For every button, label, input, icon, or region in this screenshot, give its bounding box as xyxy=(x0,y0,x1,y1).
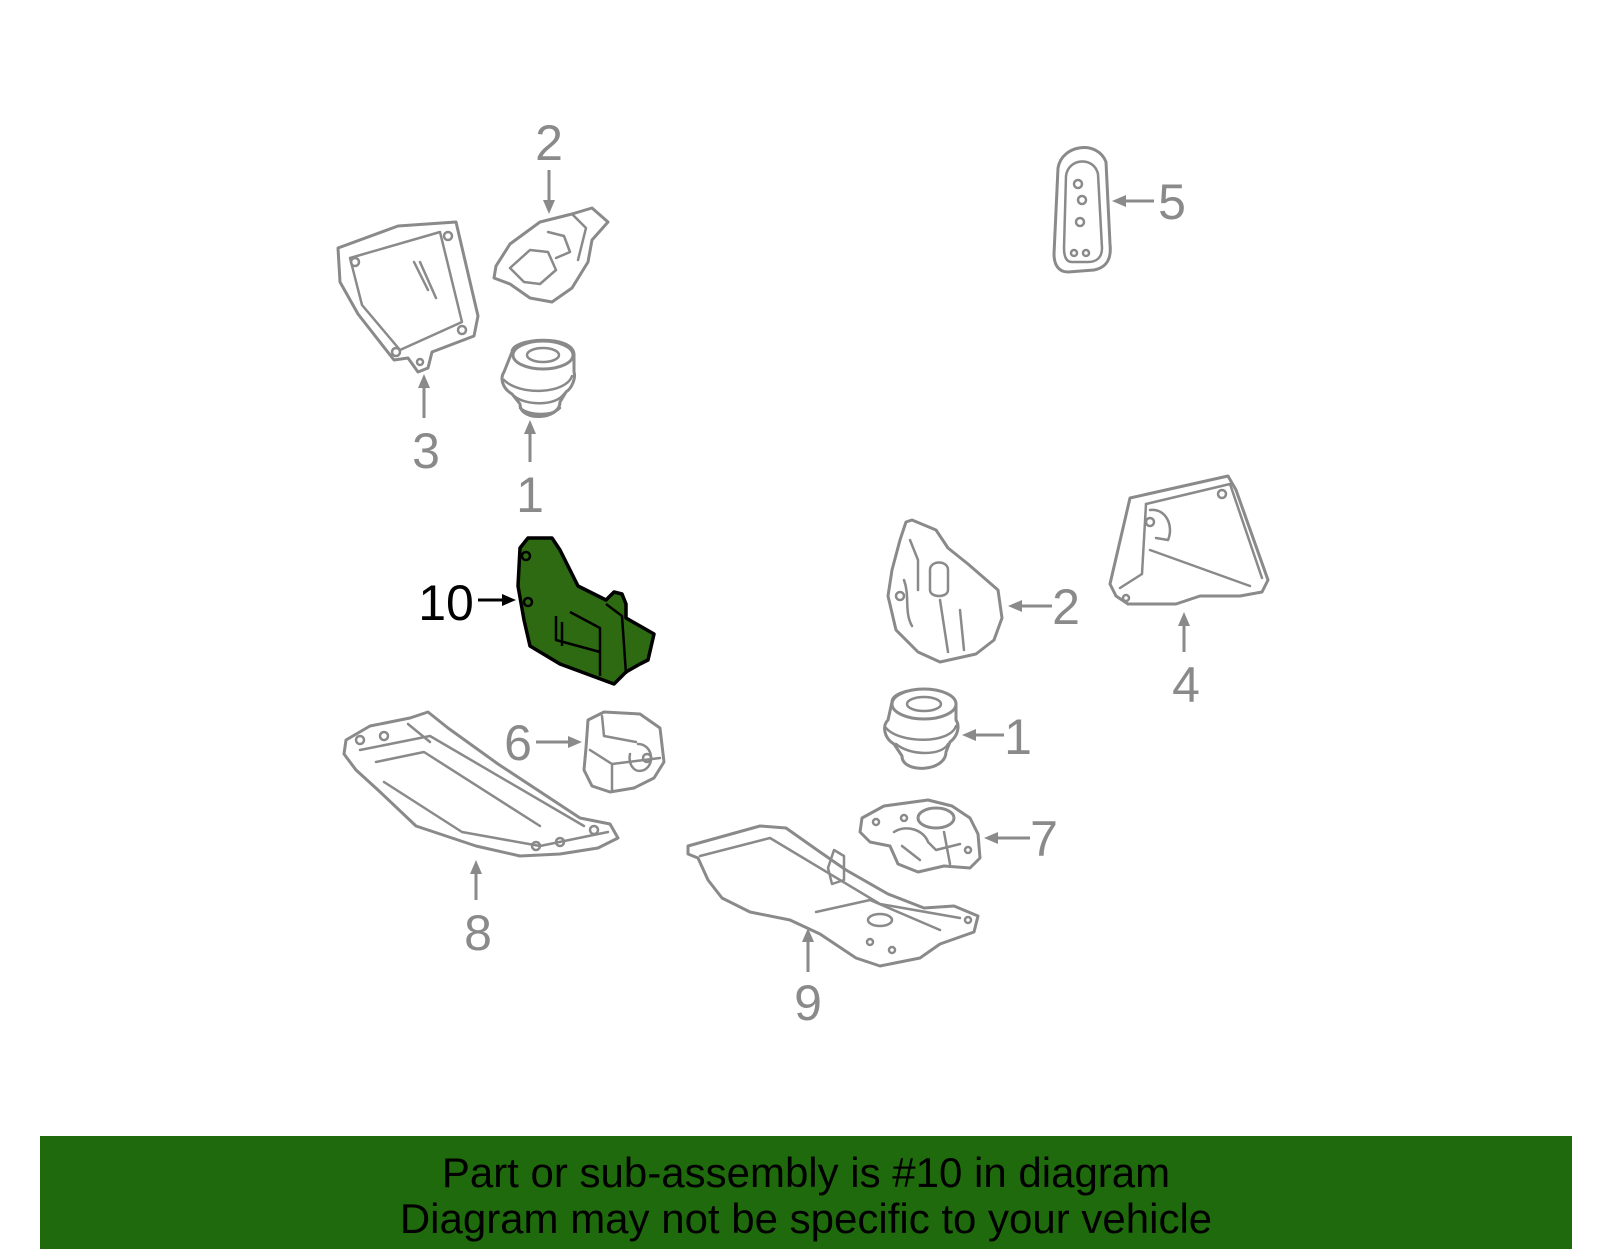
callout-8: 8 xyxy=(464,905,492,961)
part-8-crossmember[interactable] xyxy=(342,710,620,858)
callout-2-upper: 2 xyxy=(535,115,563,171)
part-6-mount[interactable] xyxy=(582,710,666,794)
leader-arrows xyxy=(418,170,1190,972)
part-4-bracket[interactable] xyxy=(1108,474,1270,606)
footer-line-part-info: Part or sub-assembly is #10 in diagram xyxy=(441,1149,1171,1196)
part-2-upper-bracket[interactable] xyxy=(492,206,610,304)
part-10-highlighted-bracket[interactable] xyxy=(516,536,656,686)
callout-5: 5 xyxy=(1158,174,1186,230)
part-1-upper-mount[interactable] xyxy=(500,338,576,418)
footer-line-disclaimer: Diagram may not be specific to your vehi… xyxy=(399,1195,1213,1242)
part-5-link-bracket[interactable] xyxy=(1052,146,1112,274)
callout-3: 3 xyxy=(412,423,440,479)
callout-7: 7 xyxy=(1030,811,1058,867)
footer-banner: Part or sub-assembly is #10 in diagram D… xyxy=(40,1136,1572,1249)
callout-1-upper: 1 xyxy=(516,467,544,523)
callout-2-lower: 2 xyxy=(1052,579,1080,635)
part-3-bracket-plate[interactable] xyxy=(336,220,480,374)
callout-1-lower: 1 xyxy=(1004,709,1032,765)
callout-6: 6 xyxy=(504,715,532,771)
callout-4: 4 xyxy=(1172,657,1200,713)
part-7-mount[interactable] xyxy=(858,798,982,874)
part-1-lower-mount[interactable] xyxy=(883,687,960,770)
part-9-crossmember[interactable] xyxy=(686,824,980,968)
parts-diagram: 2 3 1 5 2 4 1 6 7 8 9 10 xyxy=(336,115,1270,1031)
part-2-lower-bracket[interactable] xyxy=(886,518,1004,664)
callout-10: 10 xyxy=(418,575,474,631)
callout-9: 9 xyxy=(794,975,822,1031)
